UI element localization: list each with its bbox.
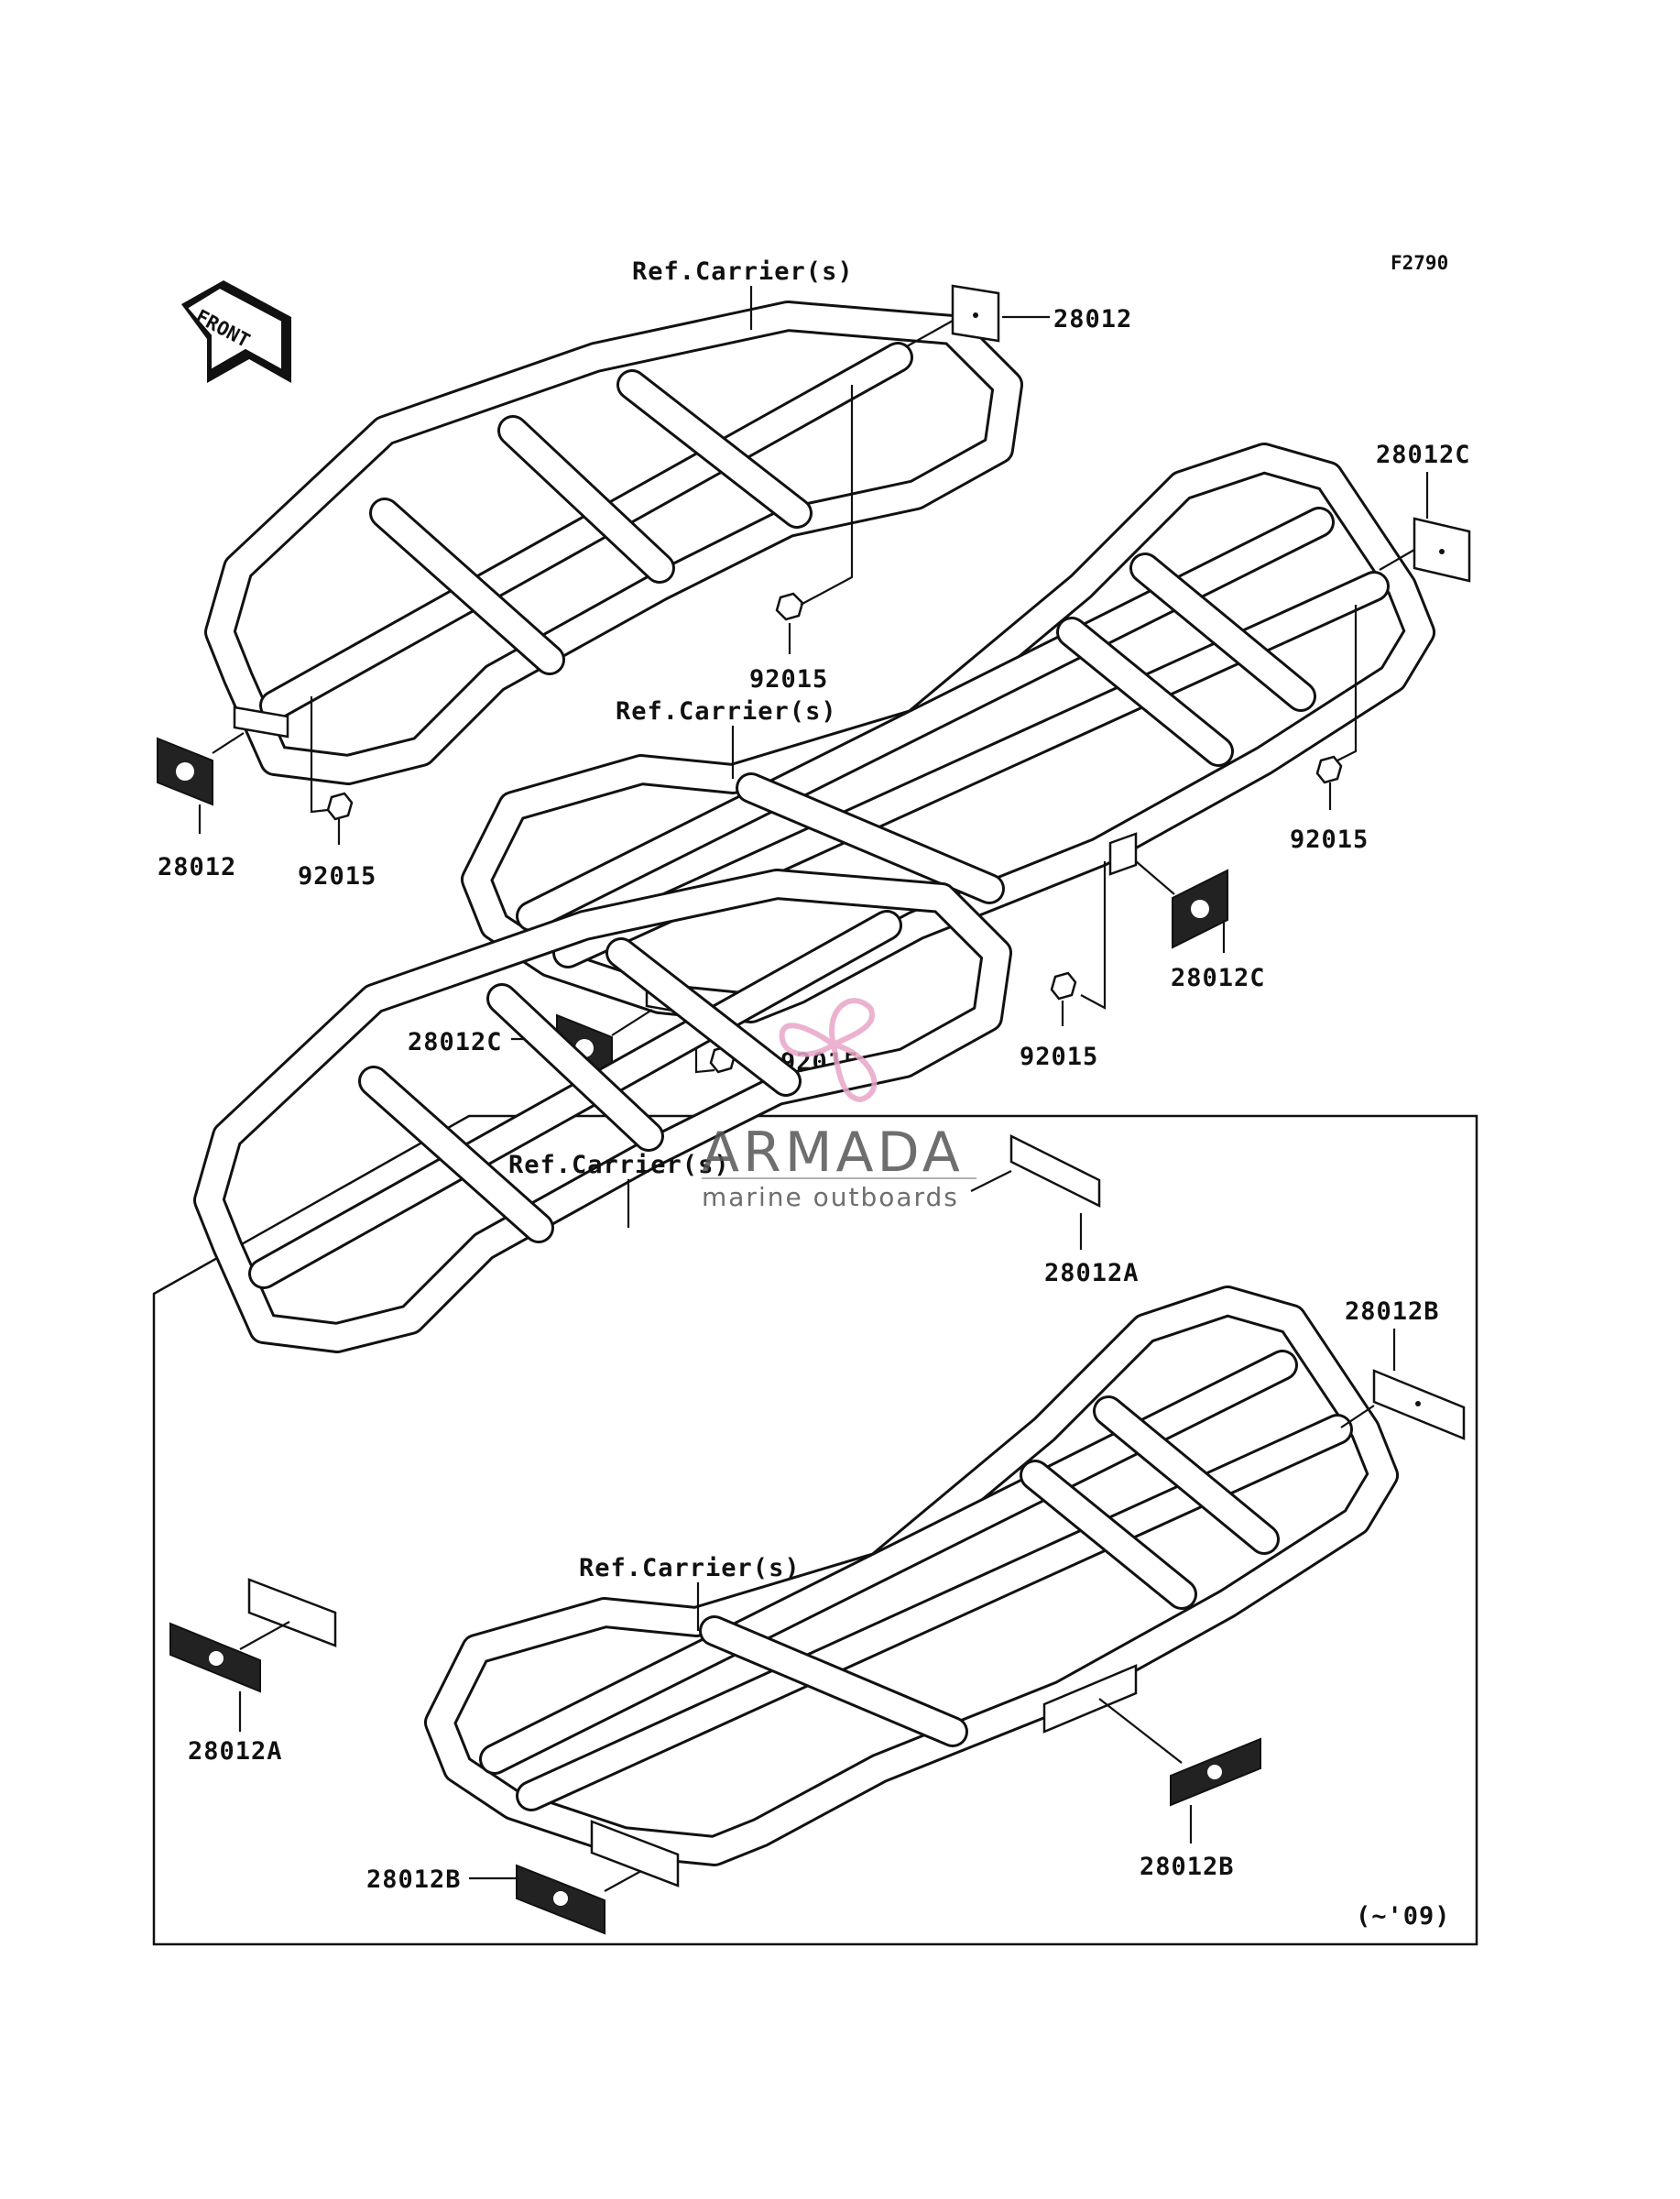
reflector-28012 — [157, 737, 213, 806]
nut-92015 — [1050, 971, 1077, 1001]
front-arrow-icon: FRONT — [181, 280, 291, 383]
reflector-28012A — [169, 1622, 261, 1693]
nut-92015 — [326, 792, 354, 821]
reflector-28012B — [516, 1864, 605, 1935]
nut-92015 — [1315, 755, 1343, 784]
part-28012B: 28012B — [1345, 1297, 1440, 1326]
propeller-logo-icon — [779, 998, 878, 1103]
year-note: (~'09) — [1356, 1902, 1451, 1931]
reflector-28012 — [951, 284, 1000, 343]
part-28012C: 28012C — [1171, 964, 1266, 992]
part-28012A: 28012A — [188, 1737, 283, 1766]
ref-carrier-label: Ref.Carrier(s) — [508, 1151, 730, 1179]
ref-carrier-label: Ref.Carrier(s) — [616, 697, 837, 726]
ref-carrier-label: Ref.Carrier(s) — [579, 1554, 801, 1582]
reflector-28012C — [1413, 517, 1471, 583]
reflector-28012B — [1170, 1737, 1261, 1807]
nut-92015 — [775, 592, 804, 621]
part-28012B: 28012B — [366, 1865, 462, 1894]
part-28012: 28012 — [158, 853, 236, 881]
part-92015: 92015 — [298, 862, 376, 891]
variant-box — [152, 1114, 1478, 1946]
ref-carrier-label: Ref.Carrier(s) — [632, 257, 854, 286]
reflector-28012A — [1009, 1133, 1101, 1209]
front-carrier-upper — [220, 316, 1008, 770]
part-28012A: 28012A — [1044, 1259, 1140, 1287]
part-92015: 92015 — [1020, 1043, 1098, 1071]
part-92015: 92015 — [1290, 826, 1369, 854]
figure-code: F2790 — [1391, 252, 1448, 274]
part-28012: 28012 — [1053, 305, 1132, 334]
reflector-28012B — [1372, 1369, 1466, 1440]
watermark-brand: ARMADA — [702, 1121, 964, 1185]
watermark-tagline: marine outboards — [702, 1182, 959, 1212]
part-28012B: 28012B — [1140, 1853, 1235, 1881]
watermark: ARMADA marine outboards — [702, 998, 976, 1212]
part-28012C: 28012C — [408, 1028, 503, 1056]
part-28012C: 28012C — [1376, 441, 1471, 469]
part-92015: 92015 — [749, 665, 828, 694]
reflector-28012C — [1172, 869, 1228, 949]
